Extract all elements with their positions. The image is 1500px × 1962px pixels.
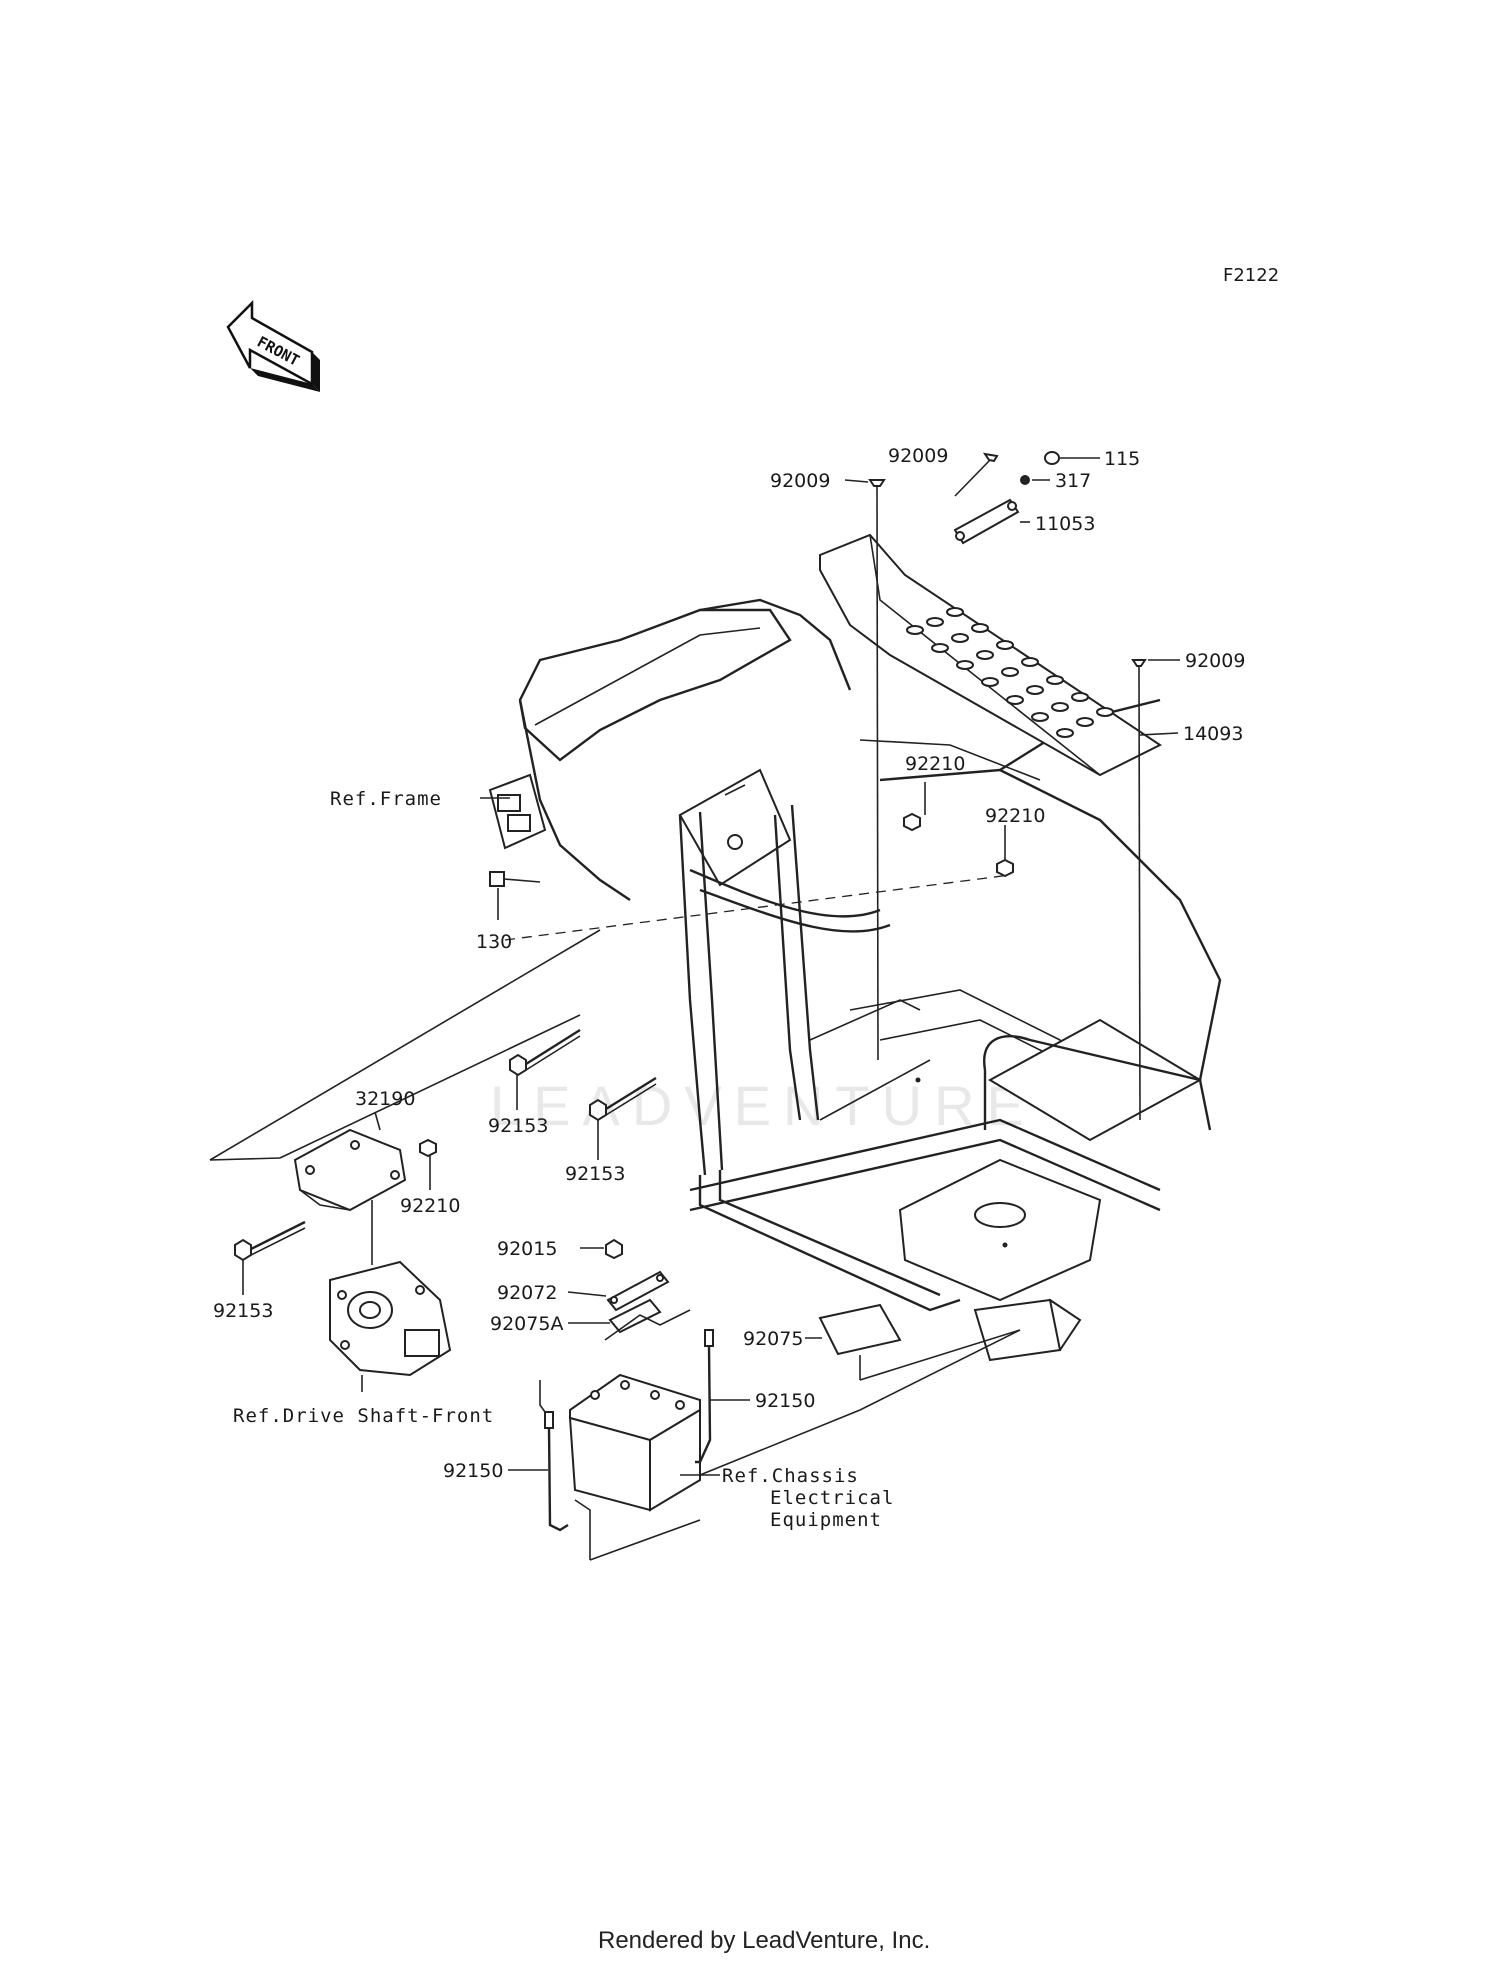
- label-317: 317: [1055, 470, 1091, 492]
- pad-92075A: [608, 1298, 662, 1334]
- bolt-92153-b: [589, 1076, 657, 1122]
- label-92015: 92015: [497, 1238, 557, 1260]
- battery-group-lines: [539, 1329, 1021, 1561]
- watermark: LEADVENTURE: [490, 1074, 1036, 1137]
- step-plate-holes: [906, 607, 1114, 738]
- nut-92210-c: [419, 1138, 437, 1158]
- nut-92210-a: [903, 812, 921, 832]
- bolt-92153-c: [234, 1220, 306, 1262]
- washer-317: [1020, 475, 1030, 485]
- bolt-130: [489, 871, 541, 887]
- label-92075A: 92075A: [490, 1313, 563, 1335]
- ref-chassis-label-2: Electrical: [770, 1487, 894, 1509]
- battery: [568, 1373, 701, 1512]
- battery-bracket-outline: [604, 1309, 691, 1341]
- alignment-lines: [209, 874, 1011, 1161]
- bolt-92153-a: [509, 1028, 581, 1077]
- label-92210-a: 92210: [905, 753, 965, 775]
- ref-chassis-label-3: Equipment: [770, 1509, 882, 1531]
- label-92210-b: 92210: [985, 805, 1045, 827]
- leader-lines: [480, 457, 1180, 1121]
- screw-92009-c: [1131, 659, 1147, 673]
- ref-frame-label: Ref.Frame: [330, 788, 442, 810]
- label-130: 130: [476, 931, 512, 953]
- label-92009-a: 92009: [770, 470, 830, 492]
- bracket-32190: [293, 1128, 407, 1212]
- front-differential: [329, 1200, 452, 1392]
- ref-chassis-label-1: Ref.Chassis: [722, 1465, 859, 1487]
- label-32190: 32190: [355, 1088, 415, 1110]
- label-92150-a: 92150: [755, 1390, 815, 1412]
- screw-92009-b: [982, 452, 999, 463]
- bracket-11053: [953, 498, 1020, 545]
- ref-drive-shaft-label: Ref.Drive Shaft-Front: [233, 1405, 494, 1427]
- bolt-115: [1044, 451, 1060, 465]
- vehicle-frame: [488, 598, 1222, 1362]
- diagram-code: F2122: [1223, 265, 1279, 286]
- step-plate: [819, 533, 1162, 777]
- label-115: 115: [1104, 448, 1140, 470]
- front-direction-arrow-icon: FRONT: [226, 299, 320, 392]
- label-92075: 92075: [743, 1328, 803, 1350]
- leader-92072: [567, 1291, 607, 1297]
- pad-92075: [818, 1303, 902, 1356]
- label-92009-c: 92009: [1185, 650, 1245, 672]
- screw-92009-a: [868, 479, 886, 494]
- nut-92015: [605, 1238, 623, 1260]
- label-11053: 11053: [1035, 513, 1095, 535]
- label-92153-c: 92153: [213, 1300, 273, 1322]
- label-92153-b: 92153: [565, 1163, 625, 1185]
- rod-92150-b: [544, 1411, 569, 1532]
- label-92150-b: 92150: [443, 1460, 503, 1482]
- nut-92210-b: [996, 858, 1014, 878]
- leader-32190: [374, 1111, 381, 1131]
- label-92072: 92072: [497, 1282, 557, 1304]
- label-92009-b: 92009: [888, 445, 948, 467]
- label-92153-a: 92153: [488, 1115, 548, 1137]
- rod-92150-a: [695, 1329, 714, 1464]
- label-14093: 14093: [1183, 723, 1243, 745]
- plate-92072: [606, 1270, 670, 1312]
- footer-credit: Rendered by LeadVenture, Inc.: [598, 1927, 930, 1954]
- label-92210-c: 92210: [400, 1195, 460, 1217]
